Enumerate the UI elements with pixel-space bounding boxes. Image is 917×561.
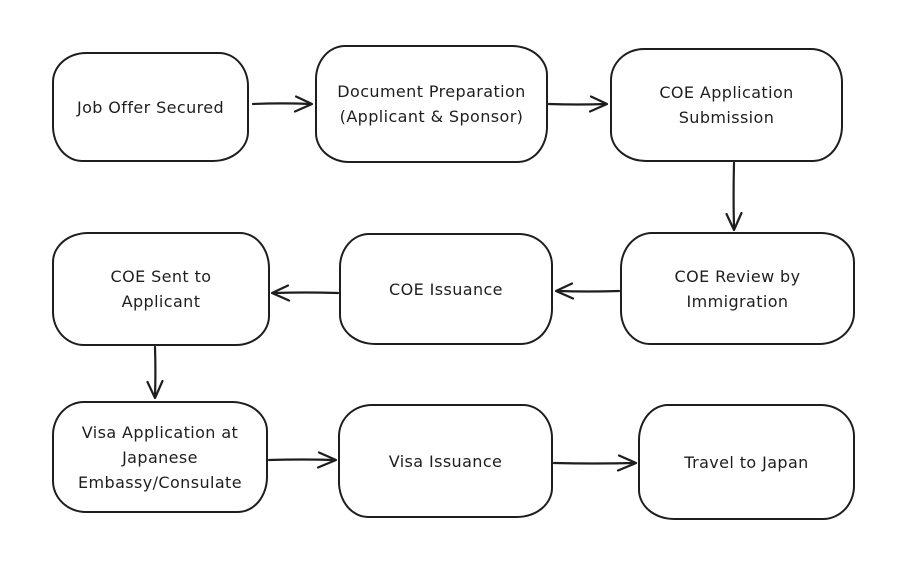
- arrow-coe-sent-to-visa-application[interactable]: [146, 345, 164, 400]
- flow-node-coe-issuance[interactable]: COE Issuance: [339, 233, 553, 345]
- arrow-document-preparation-to-coe-application[interactable]: [547, 95, 609, 113]
- node-label: COE Issuance: [389, 279, 503, 299]
- flow-node-coe-application-submission[interactable]: COE Application Submission: [610, 48, 843, 162]
- node-label: Visa Issuance: [388, 451, 503, 471]
- node-label: Job Offer Secured: [76, 97, 225, 117]
- node-label: COE Sent to Applicant: [110, 267, 212, 311]
- arrow-job-offer-to-document-preparation[interactable]: [251, 95, 314, 113]
- arrow-coe-application-to-coe-review[interactable]: [725, 161, 743, 232]
- node-label: COE Review by Immigration: [674, 266, 801, 311]
- arrow-coe-review-to-coe-issuance[interactable]: [554, 282, 621, 300]
- arrow-visa-issuance-to-travel[interactable]: [552, 454, 638, 472]
- node-label: Travel to Japan: [684, 452, 809, 472]
- node-label: Document Preparation (Applicant & Sponso…: [337, 82, 526, 126]
- flow-node-visa-application-embassy[interactable]: Visa Application at Japanese Embassy/Con…: [52, 401, 268, 513]
- flow-node-job-offer-secured[interactable]: Job Offer Secured: [52, 52, 249, 162]
- arrow-visa-application-to-visa-issuance[interactable]: [267, 451, 338, 469]
- flow-node-document-preparation[interactable]: Document Preparation (Applicant & Sponso…: [315, 45, 548, 163]
- flow-node-visa-issuance[interactable]: Visa Issuance: [338, 404, 553, 518]
- node-label: Visa Application at Japanese Embassy/Con…: [78, 422, 242, 492]
- flow-node-travel-to-japan[interactable]: Travel to Japan: [638, 404, 855, 520]
- node-label: COE Application Submission: [659, 83, 794, 127]
- flow-node-coe-review-by-immigration[interactable]: COE Review by Immigration: [620, 232, 855, 345]
- arrow-coe-issuance-to-coe-sent[interactable]: [270, 284, 340, 302]
- flow-node-coe-sent-to-applicant[interactable]: COE Sent to Applicant: [52, 232, 270, 346]
